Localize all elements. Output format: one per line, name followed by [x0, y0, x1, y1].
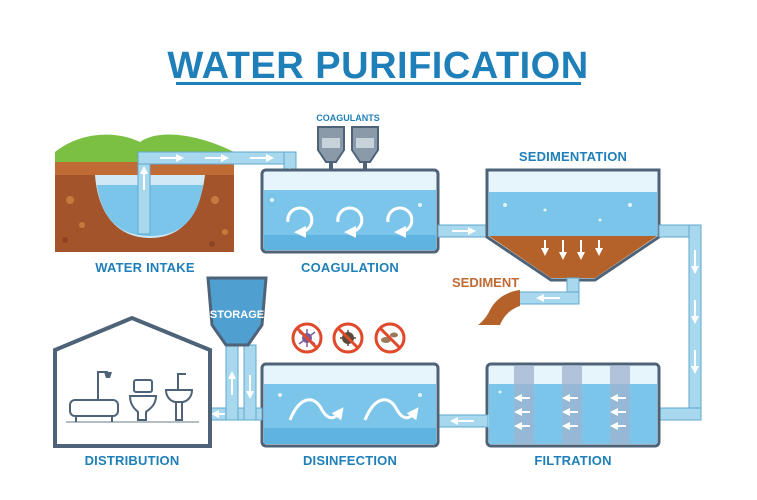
coagulation-tank: [260, 168, 440, 254]
stage-label-distribution: DISTRIBUTION: [85, 453, 180, 468]
coagulants-label: COAGULANTS: [316, 113, 380, 123]
bacteria-crossed-icon: [332, 322, 364, 354]
intake-pipe: [137, 151, 297, 235]
shower-icon: [97, 371, 112, 400]
stage-label-filtration: FILTRATION: [534, 453, 611, 468]
sink-icon: [164, 373, 194, 421]
sedimentation-tank: [485, 168, 661, 282]
distribution-house: [53, 315, 212, 448]
bathtub-icon: [69, 399, 119, 422]
stage-label-sedimentation: SEDIMENTATION: [519, 149, 627, 164]
pipe-to-storage: [209, 344, 263, 421]
storage-label: STORAGE: [210, 309, 264, 321]
stage-label-disinfection: DISINFECTION: [303, 453, 397, 468]
microbe-crossed-icon: [374, 322, 406, 354]
page-title: WATER PURIFICATION: [167, 45, 588, 87]
germ-crossed-icon: [291, 322, 323, 354]
stage-label-water-intake: WATER INTAKE: [95, 260, 195, 275]
toilet-icon: [128, 379, 158, 421]
filtration-tank: [485, 362, 661, 448]
stage-label-coagulation: COAGULATION: [301, 260, 399, 275]
disinfection-tank: [260, 362, 440, 448]
sediment-label: SEDIMENT: [452, 275, 519, 290]
sediment-outlet: [478, 277, 580, 325]
pipe-to-filtration: [658, 224, 702, 421]
title-underline: [176, 82, 581, 85]
bubbles: [270, 198, 632, 397]
storage-tank: [206, 276, 268, 347]
